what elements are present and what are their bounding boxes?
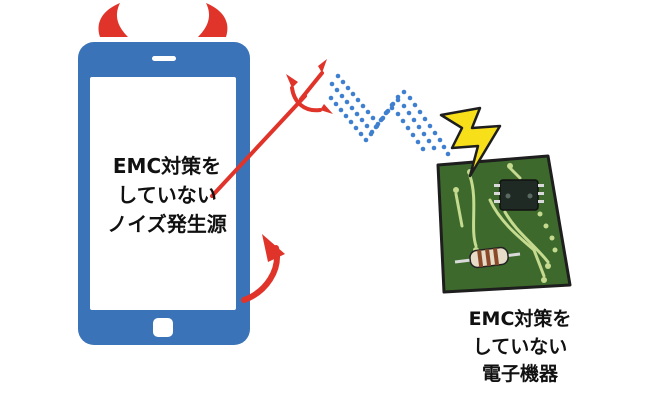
noise-source-label-line-3: ノイズ発生源 — [107, 212, 227, 236]
lightning-bolt-icon — [439, 106, 502, 178]
victim-device-label-line-2: していない — [472, 335, 568, 358]
victim-device-label-line-3: 電子機器 — [481, 363, 558, 386]
smartphone-icon — [78, 42, 250, 345]
noise-source-label: EMC対策を していない ノイズ発生源 — [92, 152, 242, 239]
noise-wave-icon — [328, 73, 451, 157]
noise-source-label-line-2: していない — [117, 183, 217, 207]
devil-tail-icon — [241, 234, 285, 303]
circuit-board-icon — [436, 154, 572, 294]
victim-device-label: EMC対策を していない 電子機器 — [420, 306, 620, 389]
devil-horns-icon — [98, 3, 228, 37]
noise-source-label-line-1: EMC対策を — [112, 154, 222, 178]
trident-icon — [210, 59, 333, 198]
victim-device-label-line-1: EMC対策を — [468, 308, 572, 330]
